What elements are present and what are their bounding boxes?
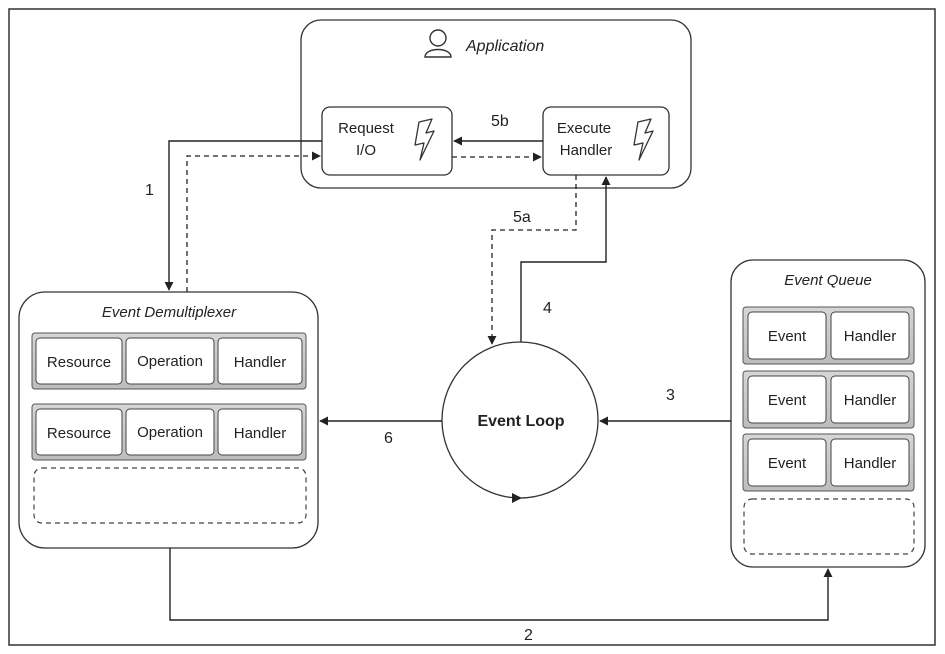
- step-label-2: 2: [524, 627, 533, 644]
- queue-cell-event: Event: [768, 392, 807, 409]
- arrow-step-1: [164, 140, 322, 291]
- event-queue-box: Event Queue Event Handler Event Handler …: [730, 259, 926, 568]
- queue-empty-slot: [743, 498, 915, 555]
- queue-row: Event Handler: [742, 370, 915, 429]
- demux-row: Resource Operation Handler: [31, 332, 307, 390]
- queue-cell-handler: Handler: [844, 328, 897, 345]
- loop-direction-arrowhead: [512, 493, 522, 503]
- application-box: Application Request I/O Execute Handler: [300, 19, 692, 189]
- execute-handler-box: Execute Handler: [542, 106, 670, 176]
- step-label-1: 1: [145, 182, 154, 199]
- application-title: Application: [465, 38, 544, 55]
- diagram-frame: [8, 8, 936, 646]
- request-io-label-line1: Request: [338, 120, 395, 137]
- event-loop-circle: Event Loop: [441, 341, 599, 503]
- event-demultiplexer-box: Event Demultiplexer Resource Operation H…: [18, 291, 319, 549]
- demux-cell-operation: Operation: [137, 353, 203, 370]
- step-label-6: 6: [384, 430, 393, 447]
- queue-row: Event Handler: [742, 433, 915, 492]
- demux-empty-slot: [33, 467, 307, 524]
- demux-cell-handler: Handler: [234, 425, 287, 442]
- demux-cell-resource: Resource: [47, 354, 111, 371]
- execute-handler-label-line2: Handler: [560, 142, 613, 159]
- user-icon: [424, 29, 452, 58]
- arrow-step-2: [169, 548, 833, 621]
- request-io-box: Request I/O: [321, 106, 453, 176]
- demux-row: Resource Operation Handler: [31, 403, 307, 461]
- demux-cell-handler: Handler: [234, 354, 287, 371]
- event-loop-label: Event Loop: [477, 413, 564, 430]
- step-label-5b: 5b: [491, 113, 509, 130]
- queue-cell-handler: Handler: [844, 455, 897, 472]
- arrow-step-5a: [487, 175, 577, 345]
- demux-cell-resource: Resource: [47, 425, 111, 442]
- queue-title: Event Queue: [784, 272, 872, 289]
- arrow-demux-to-request-dashed: [186, 151, 321, 292]
- lightning-icon: [414, 118, 435, 161]
- request-io-label-line2: I/O: [356, 142, 376, 159]
- step-label-4: 4: [543, 300, 552, 317]
- queue-row: Event Handler: [742, 306, 915, 365]
- lightning-icon: [633, 118, 654, 161]
- step-label-5a: 5a: [513, 209, 531, 226]
- queue-cell-handler: Handler: [844, 392, 897, 409]
- demux-title: Event Demultiplexer: [102, 304, 237, 321]
- execute-handler-label-line1: Execute: [557, 120, 611, 137]
- step-label-3: 3: [666, 387, 675, 404]
- queue-cell-event: Event: [768, 328, 807, 345]
- queue-cell-event: Event: [768, 455, 807, 472]
- demux-cell-operation: Operation: [137, 424, 203, 441]
- arrow-step-4: [520, 176, 611, 342]
